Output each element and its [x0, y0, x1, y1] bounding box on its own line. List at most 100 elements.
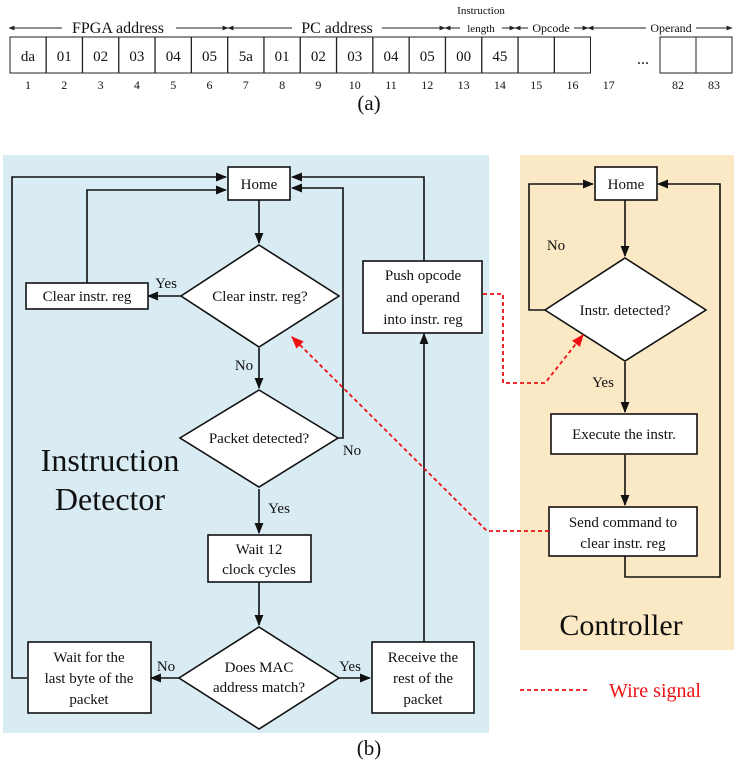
instruction-length-label-2: length [467, 23, 495, 35]
push-line3: into instr. reg [383, 312, 463, 328]
wait-12-line2: clock cycles [222, 562, 296, 578]
packet-yes-label: Yes [268, 501, 290, 517]
instr-detected-decision [543, 257, 708, 362]
packet-index: 9 [315, 78, 321, 92]
send-line2: clear instr. reg [580, 536, 666, 552]
packet-index: 7 [243, 78, 249, 92]
opcode-label: Opcode [532, 21, 569, 35]
packet-index: 15 [530, 78, 542, 92]
packet-cell-value: 5a [239, 49, 254, 65]
fpga-address-label: FPGA address [72, 20, 164, 37]
packet-cell [408, 36, 446, 74]
clear-yes-label: Yes [155, 276, 177, 292]
packet-index: 4 [134, 78, 140, 92]
controller-panel [520, 155, 734, 650]
wire-send-to-clear [291, 336, 549, 532]
mac-no-label: No [157, 659, 175, 675]
waitlast-back-home [11, 172, 228, 679]
receive-line2: rest of the [393, 671, 453, 687]
controller-home-label: Home [608, 177, 645, 193]
ellipsis: ... [637, 51, 649, 68]
packet-no-back-home [290, 183, 344, 439]
send-line1: Send command to [569, 515, 677, 531]
packet-cell [659, 36, 697, 74]
push-opcode-node [362, 260, 483, 334]
controller: Controller Home Instr. detected? No Yes … [528, 166, 721, 642]
push-back-home [290, 172, 425, 261]
clear-action-back-home [86, 185, 228, 283]
wait-last-byte-node [27, 641, 152, 714]
packet-format: FPGA address PC address Instruction leng… [8, 5, 733, 115]
packet-cell-value: 01 [57, 49, 72, 65]
packet-cell-value: 02 [93, 49, 108, 65]
send-back-home [624, 179, 721, 578]
packet-index: 82 [672, 78, 684, 92]
packet-cell-value: 02 [311, 49, 326, 65]
ctrl-yes-label: Yes [592, 375, 614, 391]
clear-reg-decision-label: Clear instr. reg? [212, 289, 308, 305]
clear-reg-decision [179, 244, 341, 348]
packet-cell [154, 36, 192, 74]
packet-cell [481, 36, 519, 74]
packet-index: 10 [349, 78, 361, 92]
packet-index: 3 [98, 78, 104, 92]
packet-detected-label: Packet detected? [209, 431, 310, 447]
clear-no-label: No [235, 358, 253, 374]
ctrl-no-back-home [528, 179, 595, 311]
controller-home-node [594, 166, 658, 201]
push-line1: Push opcode [385, 268, 462, 284]
mac-match-decision [177, 626, 341, 730]
packet-index: 5 [170, 78, 176, 92]
mac-yes-label: Yes [339, 659, 361, 675]
packet-cell-value: 04 [166, 49, 182, 65]
wire-signal-legend-label: Wire signal [609, 680, 701, 702]
packet-cell [299, 36, 337, 74]
packet-cell [118, 36, 156, 74]
packet-cell [9, 36, 47, 74]
packet-index: 8 [279, 78, 285, 92]
packet-cell-value: 04 [384, 49, 400, 65]
detector-title-line2: Detector [55, 481, 166, 517]
packet-index: 16 [567, 78, 579, 92]
packet-index: 6 [207, 78, 213, 92]
wait-12-cycles-node [207, 534, 312, 583]
pc-address-label: PC address [301, 20, 373, 37]
packet-index: 14 [494, 78, 506, 92]
execute-instr-node [550, 413, 698, 455]
detector-home-node [227, 166, 291, 201]
receive-line3: packet [403, 692, 443, 708]
packet-index: 1 [25, 78, 31, 92]
wait-12-line1: Wait 12 [236, 542, 283, 558]
send-clear-command-node [548, 506, 698, 557]
packet-cell [695, 36, 733, 74]
packet-cell [517, 36, 555, 74]
mac-match-line2: address match? [213, 680, 305, 696]
caption-b: (b) [357, 736, 382, 760]
wire-push-to-detect [483, 293, 584, 384]
wait-last-line2: last byte of the [45, 671, 134, 687]
ctrl-no-label: No [547, 238, 565, 254]
packet-index: 17 [603, 78, 615, 92]
controller-title: Controller [559, 609, 682, 642]
clear-reg-action [25, 282, 149, 310]
packet-cell-value: 45 [492, 49, 507, 65]
packet-index: 12 [421, 78, 433, 92]
packet-cell-value: 01 [275, 49, 290, 65]
instr-detected-label: Instr. detected? [580, 303, 671, 319]
receive-line1: Receive the [388, 650, 459, 666]
detector-home-label: Home [241, 177, 278, 193]
packet-cell-value: 00 [456, 49, 471, 65]
execute-instr-label: Execute the instr. [572, 427, 676, 443]
receive-rest-node [371, 641, 475, 714]
packet-detected-decision [178, 389, 340, 488]
packet-cell [336, 36, 374, 74]
instruction-detector: Instruction Detector Home Clear instr. r… [11, 166, 483, 730]
packet-cell-value: 03 [347, 49, 362, 65]
packet-index: 83 [708, 78, 720, 92]
packet-cell [263, 36, 301, 74]
clear-reg-action-label: Clear instr. reg [43, 289, 132, 305]
packet-index: 13 [458, 78, 470, 92]
operand-label: Operand [650, 21, 691, 35]
